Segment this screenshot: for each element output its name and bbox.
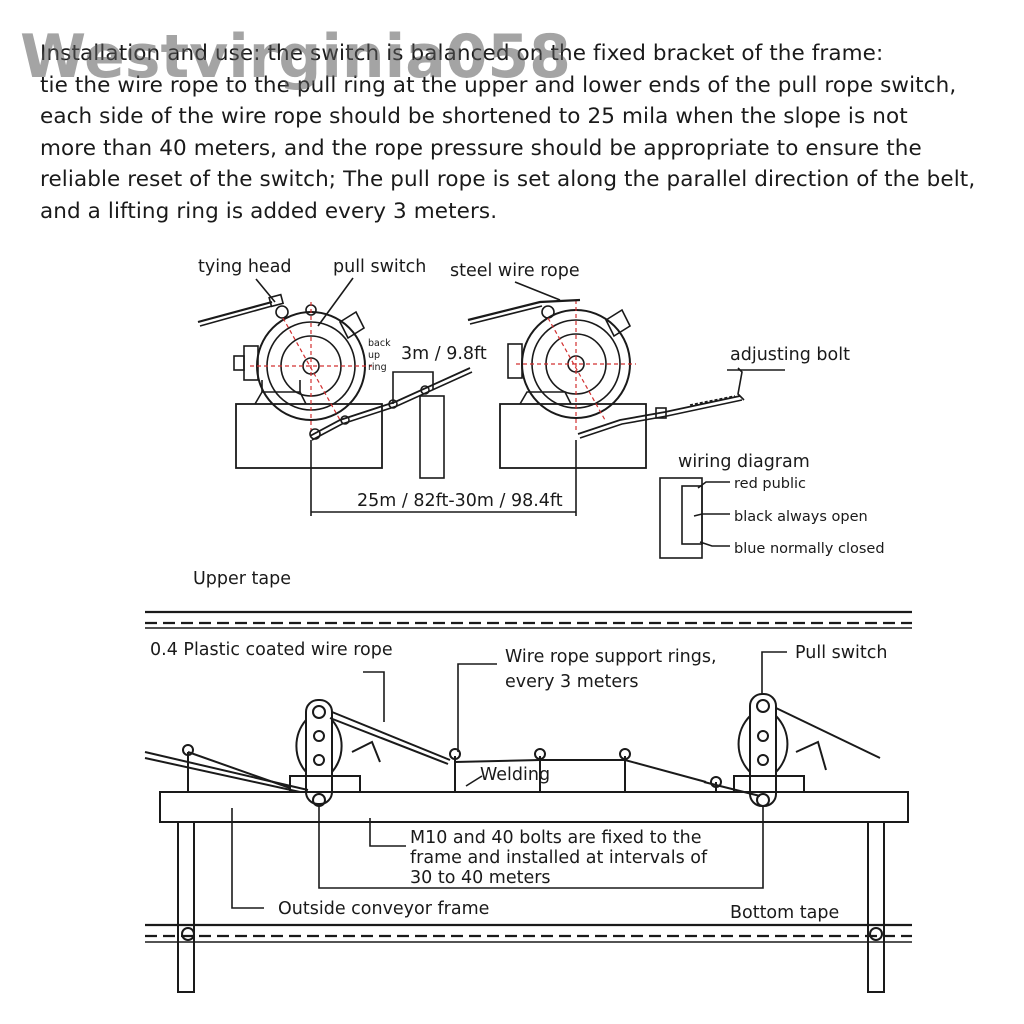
- back-up-ring-post: [392, 371, 445, 479]
- spacing-label: 3m / 9.8ft: [401, 344, 487, 364]
- pull-switch-leader: [317, 277, 354, 327]
- pull-switch-bottom-label: Pull switch: [795, 643, 888, 663]
- support-rings-label: Wire rope support rings,: [505, 647, 717, 667]
- steel-wire-rope-leader: [514, 281, 561, 301]
- support-rings-leader: [457, 663, 497, 752]
- back-up-ring-label: back: [368, 338, 391, 349]
- left-switch-body: [233, 304, 366, 421]
- welding-leader: [465, 775, 483, 787]
- wiring-diagram-title: wiring diagram: [678, 452, 810, 472]
- support-ring-posts: [181, 744, 883, 941]
- plastic-rope-label: 0.4 Plastic coated wire rope: [150, 640, 393, 660]
- wire-blue-label: blue normally closed: [734, 541, 885, 557]
- paragraph-line: reliable reset of the switch; The pull r…: [40, 167, 976, 192]
- paragraph-line: and a lifting ring is added every 3 mete…: [40, 198, 498, 224]
- pull-switch-leader: [761, 651, 787, 694]
- steel-wire-rope-label: steel wire rope: [450, 261, 580, 281]
- adjusting-bolt-label: adjusting bolt: [730, 345, 850, 365]
- bolts-label: M10 and 40 bolts are fixed to the: [410, 828, 701, 848]
- paragraph-line: more than 40 meters, and the rope pressu…: [40, 135, 922, 161]
- conveyor-frame: [144, 751, 909, 993]
- bolts-leader: [369, 818, 406, 847]
- left-switch-base: [235, 380, 383, 469]
- span-dimension: [310, 440, 577, 516]
- switch-interval-bracket: [318, 806, 764, 889]
- left-tying-rope: [197, 293, 285, 327]
- bottom-left-switch: [289, 699, 451, 807]
- outside-frame-leader: [231, 808, 264, 909]
- left-switch-guides: [250, 302, 372, 432]
- bolts-label: 30 to 40 meters: [410, 868, 551, 888]
- back-up-ring-label: ring: [368, 362, 387, 373]
- back-up-ring-label: up: [368, 350, 380, 361]
- upper-tape: [145, 610, 912, 629]
- wire-black-label: black always open: [734, 509, 868, 525]
- paragraph-line: each side of the wire rope should be sho…: [40, 104, 908, 129]
- right-switch-guides: [516, 300, 636, 432]
- outside-frame-label: Outside conveyor frame: [278, 899, 489, 919]
- instruction-paragraph: Installation and use: the switch is bala…: [40, 38, 1000, 227]
- paragraph-line: tie the wire rope to the pull ring at th…: [40, 72, 957, 98]
- pull-switch-label: pull switch: [333, 257, 426, 277]
- welding-label: Welding: [480, 765, 550, 785]
- paragraph-line: Installation and use: the switch is bala…: [40, 41, 884, 66]
- steel-wire-rope: [467, 298, 581, 325]
- wire-red-label: red public: [734, 476, 806, 492]
- wiring-diagram-box: [659, 477, 730, 559]
- right-switch-base: [499, 391, 647, 469]
- support-rings-label: every 3 meters: [505, 672, 638, 692]
- span-label: 25m / 82ft-30m / 98.4ft: [357, 491, 563, 511]
- bottom-right-switch: [703, 693, 881, 807]
- bottom-tape: [145, 923, 912, 943]
- watermark: Westvirginia058: [20, 22, 571, 92]
- plastic-rope-leader: [363, 671, 385, 722]
- upper-tape-label: Upper tape: [193, 569, 291, 589]
- bottom-tape-label: Bottom tape: [730, 903, 839, 923]
- bolts-label: frame and installed at intervals of: [410, 848, 708, 868]
- tying-head-label: tying head: [198, 257, 292, 277]
- tying-head-leader: [255, 278, 276, 303]
